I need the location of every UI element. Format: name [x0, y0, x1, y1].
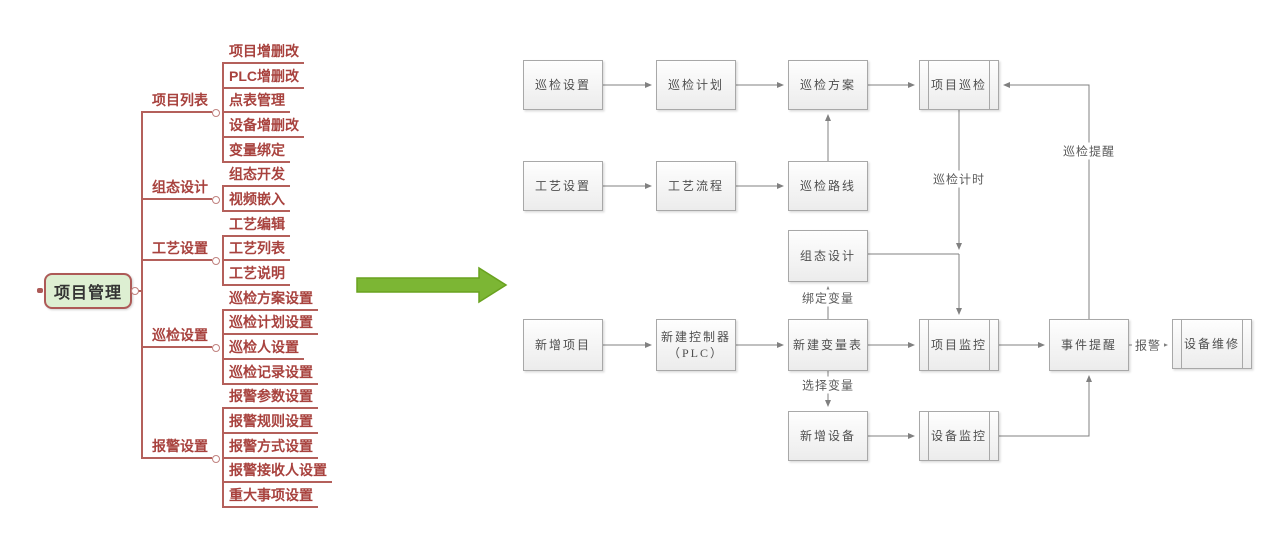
mindmap-child: 报警方式设置: [222, 435, 318, 459]
mindmap-child: PLC增删改: [222, 65, 304, 89]
flow-node-new-device: 新增设备: [788, 411, 868, 461]
flow-node-inspect-settings: 巡检设置: [523, 60, 603, 110]
mindmap-child: 报警参数设置: [222, 385, 318, 409]
mindmap-child: 设备增删改: [222, 114, 304, 138]
transform-arrow-icon: [356, 266, 508, 304]
mindmap-child: 报警规则设置: [222, 410, 318, 434]
flow-node-project-inspect: 项目巡检: [919, 60, 999, 110]
flow-node-device-monitor: 设备监控: [919, 411, 999, 461]
edge-label-inspect-timer: 巡检计时: [929, 170, 989, 188]
flow-node-craft-flow: 工艺流程: [656, 161, 736, 211]
flow-node-device-repair: 设备维修: [1172, 319, 1252, 369]
mindmap-child: 工艺说明: [222, 262, 290, 286]
branch-craft-settings: 工艺设置: [141, 237, 212, 261]
flow-node-new-vartable: 新建变量表: [788, 319, 868, 371]
root-toggle-icon[interactable]: [131, 287, 139, 295]
flow-node-new-plc-line1: 新建控制器: [660, 329, 731, 344]
mindmap-child: 工艺编辑: [222, 213, 290, 237]
root-anchor-icon: [37, 288, 43, 293]
mindmap-root: 项目管理: [44, 273, 132, 309]
toggle-icon[interactable]: [212, 257, 220, 265]
mindmap-child: 项目增删改: [222, 40, 304, 64]
flow-node-new-project: 新增项目: [523, 319, 603, 371]
flow-node-inspect-plan: 巡检计划: [656, 60, 736, 110]
mindmap-child: 巡检方案设置: [222, 287, 318, 311]
flow-node-inspect-route: 巡检路线: [788, 161, 868, 211]
branch-alarm-settings: 报警设置: [141, 435, 212, 459]
edge-label-inspect-remind: 巡检提醒: [1059, 142, 1119, 160]
flow-node-config-design: 组态设计: [788, 230, 868, 282]
mindmap-child: 组态开发: [222, 163, 290, 187]
mindmap-child: 工艺列表: [222, 237, 290, 261]
mindmap-child: 巡检人设置: [222, 336, 304, 360]
flow-node-craft-settings: 工艺设置: [523, 161, 603, 211]
toggle-icon[interactable]: [212, 455, 220, 463]
flow-node-event-remind: 事件提醒: [1049, 319, 1129, 371]
flow-node-new-plc-line2: （PLC）: [667, 346, 724, 360]
edge-label-bind-variable: 绑定变量: [798, 289, 858, 307]
branch-inspect-settings: 巡检设置: [141, 324, 212, 348]
mindmap-child: 报警接收人设置: [222, 459, 332, 483]
toggle-icon[interactable]: [212, 344, 220, 352]
flow-node-new-plc: 新建控制器 （PLC）: [656, 319, 736, 371]
toggle-icon[interactable]: [212, 196, 220, 204]
flow-node-project-monitor: 项目监控: [919, 319, 999, 371]
toggle-icon[interactable]: [212, 109, 220, 117]
mindmap-child: 重大事项设置: [222, 484, 318, 508]
mindmap-child: 点表管理: [222, 89, 290, 113]
mindmap-child: 视频嵌入: [222, 188, 290, 212]
branch-config-design: 组态设计: [141, 176, 212, 200]
mindmap-child: 变量绑定: [222, 139, 290, 163]
edge-label-select-variable: 选择变量: [798, 376, 858, 394]
mindmap-child: 巡检计划设置: [222, 311, 318, 335]
mindmap-child: 巡检记录设置: [222, 361, 318, 385]
branch-project-list: 项目列表: [141, 89, 212, 113]
edge-label-alarm: 报警: [1131, 336, 1165, 354]
flow-edges: [603, 82, 1168, 439]
flow-node-inspect-scheme: 巡检方案: [788, 60, 868, 110]
